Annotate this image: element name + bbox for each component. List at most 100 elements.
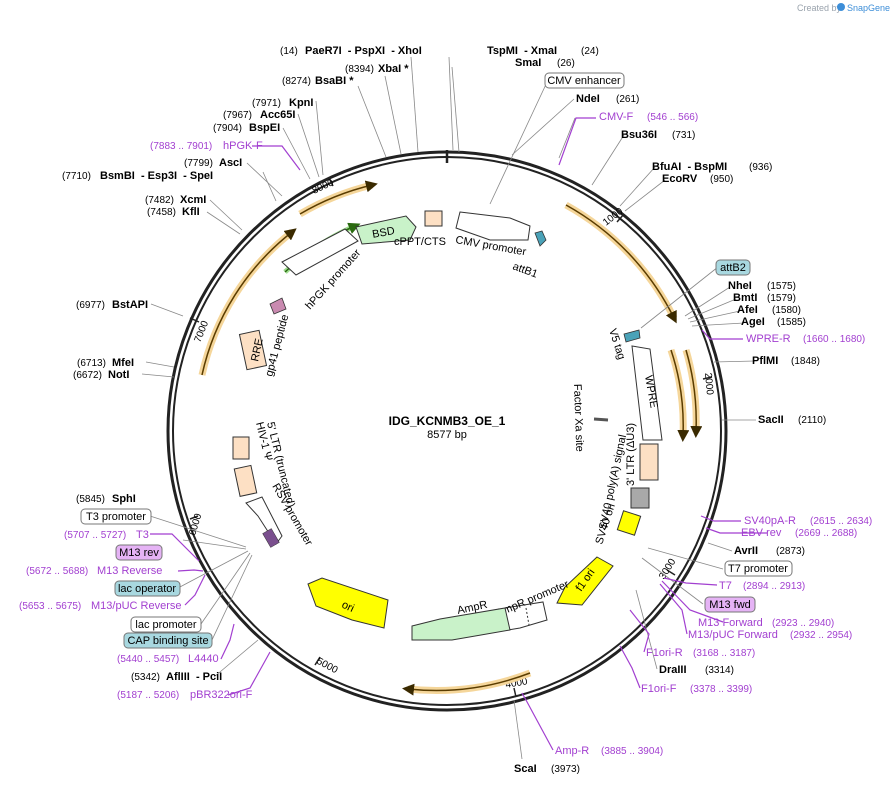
site-pos-bsu36i: (731)	[672, 130, 695, 141]
site-name-noti: NotI	[108, 369, 129, 381]
svg-text:T7 promoter: T7 promoter	[728, 563, 788, 575]
primer-pos-t7: (2894 .. 2913)	[743, 581, 805, 592]
site-pos-bsabi: (8274)	[282, 76, 311, 87]
site-pos-scai: (3973)	[551, 764, 580, 775]
feature-attb1: attB1	[511, 261, 539, 281]
feature-rsv-promoter-arrow	[245, 496, 283, 545]
feature-hpgk-promoter-arrow	[281, 228, 359, 276]
primer-name-f1ori-f: F1ori-F	[641, 683, 677, 695]
feature-cppt-cts: cPPT/CTS	[394, 236, 446, 248]
site-name-acc65i: Acc65I	[260, 109, 295, 121]
primer-name-sv40pa-r: SV40pA-R	[744, 515, 796, 527]
site-name-ecorv: EcoRV	[662, 173, 698, 185]
site-name-bspei: BspEI	[249, 122, 280, 134]
site-name-bsu36i: Bsu36I	[621, 129, 657, 141]
site-name-ndei: NdeI	[576, 93, 600, 105]
primer-name-m13-puc-forward: M13/pUC Forward	[688, 629, 778, 641]
primer-pos-f1ori-f: (3378 .. 3399)	[690, 684, 752, 695]
feature-rre: RRE	[249, 337, 266, 362]
site-name-scai: ScaI	[514, 763, 537, 775]
svg-text:attB2: attB2	[720, 262, 746, 274]
primer-name-m13-reverse: M13 Reverse	[97, 565, 162, 577]
feature-hiv-psi-box	[233, 464, 258, 497]
site-name-pflmi: PflMI	[752, 355, 778, 367]
primer-name-m13-puc-reverse: M13/pUC Reverse	[91, 600, 181, 612]
feature-3ltr-box	[639, 443, 659, 481]
site-name-sacii: SacII	[758, 414, 784, 426]
site-name-kpni: KpnI	[289, 97, 313, 109]
box-m13-fwd: M13 fwd	[704, 596, 756, 613]
site-name-mfei: MfeI	[112, 357, 134, 369]
site-name-bsabi: BsaBI *	[315, 75, 354, 87]
site-pos-kpni: (7971)	[252, 98, 281, 109]
feature-f1-ori-arrow	[556, 556, 614, 606]
site-name-asci: AscI	[219, 157, 242, 169]
site-name-nhei: NheI	[728, 280, 752, 292]
site-pos-sacii: (2110)	[798, 415, 826, 426]
site-pos-mfei: (6713)	[77, 358, 106, 369]
site-pos-xhoi: (14)	[280, 46, 298, 57]
primer-name-cmv-f: CMV-F	[599, 111, 634, 123]
site-pos-sphi: (5845)	[76, 494, 105, 505]
site-pos-bmti: (1579)	[767, 293, 796, 304]
svg-text:CAP binding site: CAP binding site	[127, 635, 208, 647]
site-pos-xcmi: (7482)	[145, 195, 174, 206]
primer-pos-l4440: (5440 .. 5457)	[117, 654, 179, 665]
feature-cmv-promoter-arrow	[455, 211, 531, 241]
site-name-bmti: BmtI	[733, 292, 757, 304]
primer-pos-wpre-r: (1660 .. 1680)	[803, 334, 865, 345]
feature-sv40-ori-box	[616, 510, 642, 536]
box-lac-operator: lac operator	[114, 580, 181, 597]
primer-name-l4440: L4440	[188, 653, 219, 665]
svg-text:T3 promoter: T3 promoter	[86, 511, 146, 523]
site-name-xhoi: PaeR7I - PspXI - XhoI	[305, 45, 422, 57]
feature-sv40-polya-box	[630, 487, 650, 509]
site-pos-smai: (26)	[557, 58, 575, 69]
primer-name-wpre-r: WPRE-R	[746, 333, 791, 345]
feature-gp41-peptide: gp41 peptide	[263, 313, 291, 378]
plasmid-name: IDG_KCNMB3_OE_1	[389, 414, 506, 428]
site-pos-ndei: (261)	[616, 94, 639, 105]
primer-name-m13-forward: M13 Forward	[698, 617, 763, 629]
site-pos-pflmi: (1848)	[791, 356, 820, 367]
box-m13-rev: M13 rev	[115, 544, 163, 561]
primer-name-hpgk-f: hPGK-F	[223, 140, 263, 152]
site-pos-agei: (1585)	[777, 317, 806, 328]
primer-markers	[150, 117, 767, 751]
primer-pos-f1ori-r: (3168 .. 3187)	[693, 648, 755, 659]
primer-pos-t3: (5707 .. 5727)	[64, 530, 126, 541]
tick-label-1000: 1000	[601, 206, 626, 229]
svg-text:lac operator: lac operator	[118, 583, 176, 595]
primer-pos-m13-puc-reverse: (5653 .. 5675)	[19, 601, 81, 612]
primer-name-f1ori-r: F1ori-R	[646, 647, 683, 659]
feature-v5-tag-marker	[623, 329, 641, 343]
primer-pos-m13-puc-forward: (2932 .. 2954)	[790, 630, 852, 641]
site-pos-xmai: (24)	[581, 46, 599, 57]
site-pos-ecorv: (950)	[710, 174, 733, 185]
feature-3ltr: 3' LTR (ΔU3)	[625, 423, 637, 486]
primer-pos-hpgk-f: (7883 .. 7901)	[150, 141, 212, 152]
site-pos-asci: (7799)	[184, 158, 213, 169]
site-name-xcmi: XcmI	[180, 194, 206, 206]
site-name-bstapi: BstAPI	[112, 299, 148, 311]
feature-rre-box	[238, 329, 268, 371]
primer-name-t7: T7	[719, 580, 732, 592]
feature-cppt-cts-box	[424, 210, 443, 227]
feature-5ltr-box	[232, 436, 250, 460]
primer-pos-m13-forward: (2923 .. 2940)	[772, 618, 834, 629]
svg-text:M13 fwd: M13 fwd	[709, 599, 751, 611]
svg-text:CMV enhancer: CMV enhancer	[547, 75, 621, 87]
feature-factor-xa: Factor Xa site	[571, 384, 585, 452]
leader-lines	[141, 56, 756, 760]
site-pos-bspmi: (936)	[749, 162, 772, 173]
box-t7-promoter: T7 promoter	[724, 560, 793, 577]
feature-attb1-marker	[534, 230, 547, 247]
feature-ampr-arrow	[411, 607, 511, 641]
feature-wpre-arrow	[631, 345, 663, 441]
site-pos-bspei: (7904)	[213, 123, 242, 134]
site-pos-nhei: (1575)	[767, 281, 796, 292]
site-name-afei: AfeI	[737, 304, 758, 316]
primer-pos-pbr322ori-f: (5187 .. 5206)	[117, 690, 179, 701]
site-pos-noti: (6672)	[73, 370, 102, 381]
